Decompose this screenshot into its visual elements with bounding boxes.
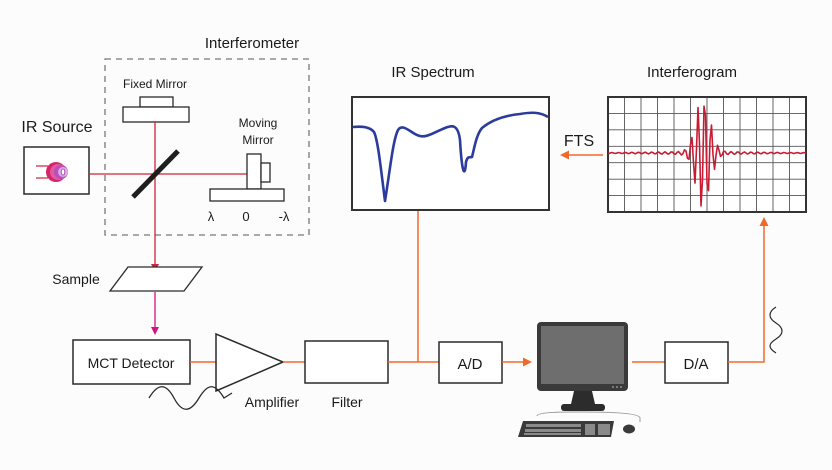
ad-label: A/D — [457, 356, 482, 373]
ad-converter: A/D — [438, 341, 503, 384]
spectrum-curve — [352, 111, 549, 203]
ir-spectrum-display — [351, 96, 550, 211]
ir-spectrum-title: IR Spectrum — [391, 64, 474, 81]
sine-wave-icon — [148, 386, 233, 410]
lambda-negative-label: -λ — [279, 209, 290, 224]
amplifier — [215, 332, 285, 393]
analog-wave-icon — [769, 306, 783, 354]
fixed-mirror — [122, 96, 190, 123]
zero-position-label: 0 — [242, 209, 249, 224]
beamsplitter — [131, 149, 180, 199]
amplifier-label: Amplifier — [245, 394, 300, 410]
mct-detector-label: MCT Detector — [88, 355, 175, 371]
computer-icon[interactable] — [518, 322, 641, 437]
signal-arrow-da-interferogram — [728, 217, 769, 363]
interferogram-title: Interferogram — [647, 64, 737, 81]
sample — [108, 266, 204, 292]
interferometer-box — [104, 58, 310, 236]
da-converter: D/A — [664, 341, 729, 384]
moving-mirror-label-line1: Moving — [239, 116, 278, 130]
lambda-positive-label: λ — [208, 209, 215, 224]
monitor-screen — [541, 326, 624, 384]
interferometer-label: Interferometer — [205, 35, 299, 52]
moving-mirror[interactable] — [209, 153, 285, 202]
mouse-icon — [623, 424, 635, 434]
moving-mirror-stage — [209, 188, 285, 202]
filter — [304, 340, 389, 384]
fixed-mirror-label: Fixed Mirror — [123, 77, 187, 91]
interferogram-curve — [607, 105, 807, 207]
interferogram-display — [607, 96, 807, 213]
ir-source — [23, 146, 90, 195]
ir-source-label: IR Source — [21, 119, 92, 136]
filter-label: Filter — [331, 394, 362, 410]
da-label: D/A — [683, 356, 708, 373]
moving-mirror-label-line2: Mirror — [242, 133, 273, 147]
fts-label: FTS — [564, 133, 594, 150]
ir-lamp-icon — [36, 162, 68, 182]
sample-label: Sample — [52, 271, 100, 287]
mct-detector: MCT Detector — [72, 339, 191, 385]
